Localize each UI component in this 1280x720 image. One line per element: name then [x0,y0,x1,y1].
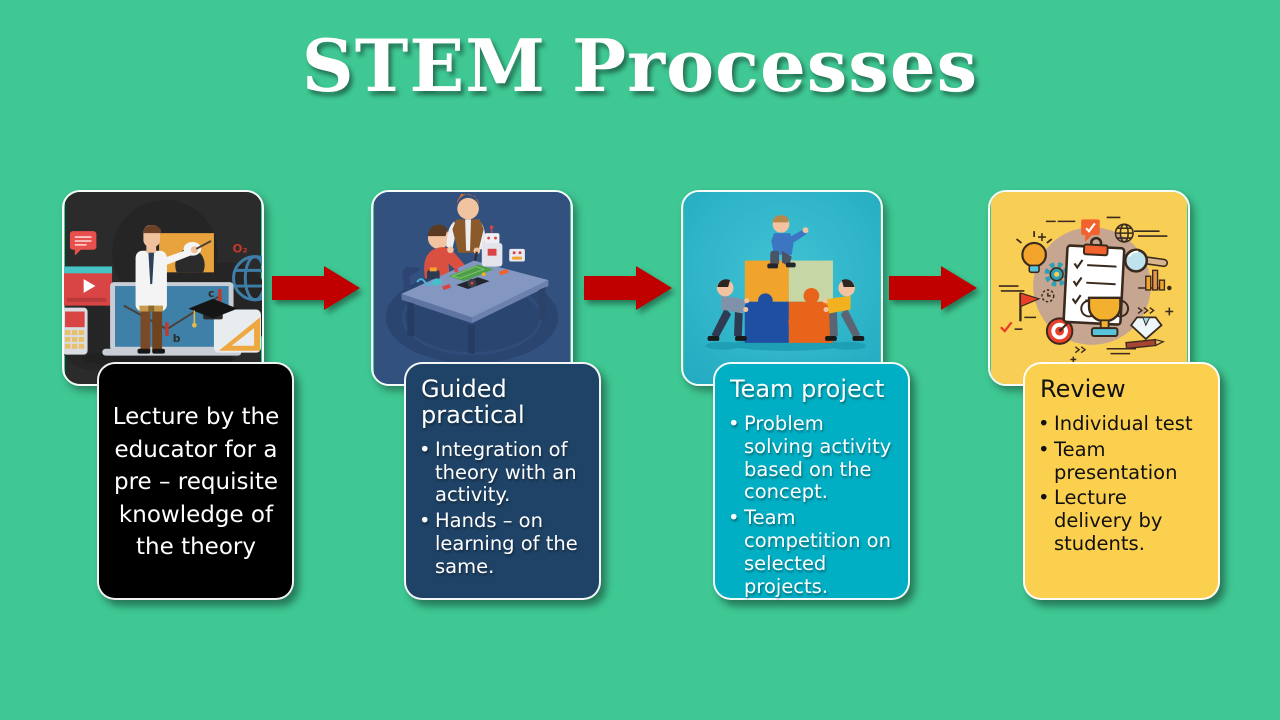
slide-title: STEM Processes [301,23,979,108]
review-scene-icon [991,192,1187,384]
puzzle-teamwork-illustration [681,190,883,386]
review-card-title: Review [1040,375,1126,403]
calculator-icon [64,307,88,355]
lightbulb-icon [1015,231,1053,274]
standing-instructor-figure [446,193,486,261]
magnifier-icon [1123,248,1169,273]
pushing-person-right-figure [822,279,865,341]
workbench-scene-icon [374,192,570,384]
sitting-person-figure [767,215,809,269]
electronics-parts [416,225,525,291]
lecture-card-text: Lecture by the educator for a pre – requ… [112,403,280,561]
bullet-item: •Problem solving activity based on the c… [728,411,892,504]
bullet-item: •Lecture delivery by students. [1038,486,1163,555]
bullet-item: •Hands – on learning of the same. [419,509,578,578]
globe-grid-icon [1114,223,1134,243]
triangle-ruler-icon [218,317,260,351]
educator-lecture-illustration: O₂ [62,190,264,386]
diamond-icon [1129,316,1163,341]
small-robot-icon [509,248,525,262]
right-arrow-icon [272,266,360,310]
review-bullet-list: •Individual test •Team presentation •Lec… [1038,411,1206,556]
bar-chart-icon [1145,269,1172,291]
lecture-scene-icon: O₂ [64,192,262,384]
bullet-item: •Team competition on selected projects. [728,506,891,598]
team-project-card: Team project •Problem solving activity b… [713,362,910,600]
bullet-item: •Individual test [1038,411,1193,435]
desk [401,260,549,355]
globe-icon [232,255,262,302]
zigzag-marks [1074,307,1155,354]
o2-label: O₂ [233,242,248,256]
robot-icon [481,225,503,267]
red-check-icon [1000,321,1013,333]
svg-text:b: b [173,332,181,345]
team-project-card-title: Team project [730,375,885,403]
right-arrow-icon [889,266,977,310]
guided-practical-card-title: Guided practical [421,375,525,429]
guided-practical-card: Guided practical •Integration of theory … [404,362,601,600]
teamwork-scene-icon [684,192,880,384]
right-arrow-icon [584,266,672,310]
clock-icon [1041,289,1055,303]
electronics-workbench-illustration [371,190,573,386]
guided-practical-bullet-list: •Integration of theory with an activity.… [419,437,587,579]
puzzle-pieces-icon [744,260,833,343]
team-project-bullet-list: •Problem solving activity based on the c… [728,411,896,599]
flag-icon [1019,292,1041,322]
bullet-item: •Team presentation [1038,437,1178,484]
teacher-figure [135,225,212,354]
svg-text:c: c [208,287,214,300]
bullet-item: •Integration of theory with an activity. [419,437,577,507]
video-player-icon [64,266,113,306]
trophy-icon [1080,296,1129,337]
review-card: Review •Individual test •Team presentati… [1023,362,1220,600]
review-checklist-illustration [988,190,1190,386]
pushing-person-left-figure [707,279,750,341]
lecture-card: Lecture by the educator for a pre – requ… [97,362,294,600]
pencil-icon [1125,338,1166,350]
